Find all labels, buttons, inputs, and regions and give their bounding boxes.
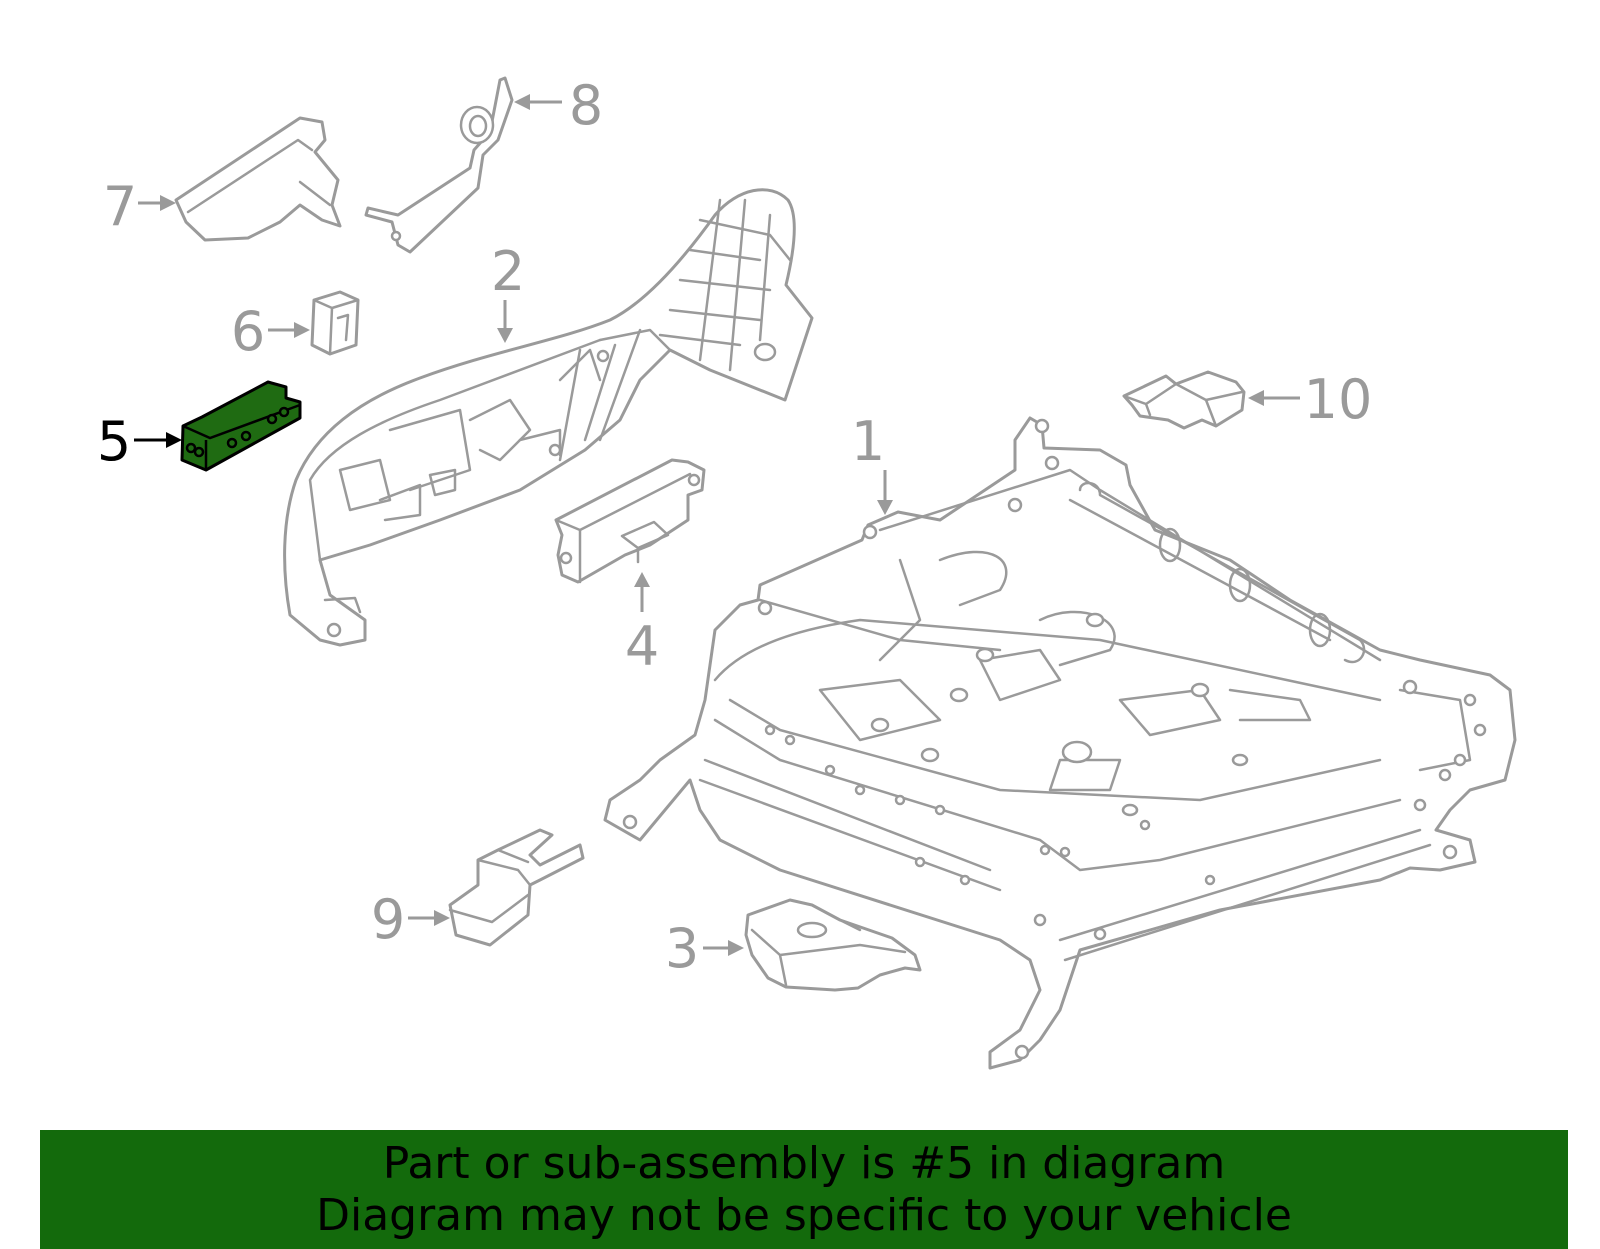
callout-8: 8 xyxy=(514,74,603,137)
part-9-bracket xyxy=(448,828,585,947)
svg-text:5: 5 xyxy=(97,410,131,473)
callout-1: 1 xyxy=(851,410,893,515)
parts-diagram: 1 2 3 4 5 6 7 8 9 10 xyxy=(97,74,1517,1070)
info-banner: Part or sub-assembly is #5 in diagram Di… xyxy=(40,1130,1568,1249)
svg-text:3: 3 xyxy=(665,917,699,980)
callout-9: 9 xyxy=(371,888,450,951)
svg-text:8: 8 xyxy=(569,74,603,137)
svg-text:10: 10 xyxy=(1304,368,1373,431)
part-1-seat-frame xyxy=(603,416,1517,1070)
svg-text:9: 9 xyxy=(371,888,405,951)
callout-3: 3 xyxy=(665,917,744,980)
svg-text:4: 4 xyxy=(625,615,659,678)
svg-text:2: 2 xyxy=(491,240,525,303)
svg-text:6: 6 xyxy=(231,300,265,363)
callout-2: 2 xyxy=(491,240,525,343)
callout-10: 10 xyxy=(1248,368,1372,431)
banner-line-2: Diagram may not be specific to your vehi… xyxy=(316,1190,1292,1241)
callout-6: 6 xyxy=(231,300,310,363)
callout-5-highlighted: 5 xyxy=(97,410,182,473)
part-6-clip xyxy=(310,290,360,356)
part-7-bracket-cover xyxy=(174,116,342,242)
svg-text:7: 7 xyxy=(103,175,137,238)
part-8-cable-bracket xyxy=(364,76,514,254)
part-4-control-module xyxy=(554,458,706,584)
part-10-bracket xyxy=(1122,370,1246,430)
part-2-side-shield xyxy=(283,188,814,647)
callout-7: 7 xyxy=(103,175,176,238)
banner-line-1: Part or sub-assembly is #5 in diagram xyxy=(382,1138,1226,1189)
svg-text:1: 1 xyxy=(851,410,885,473)
part-3-cover xyxy=(744,898,922,992)
part-5-module-highlighted xyxy=(180,380,302,472)
callout-4: 4 xyxy=(625,572,659,678)
